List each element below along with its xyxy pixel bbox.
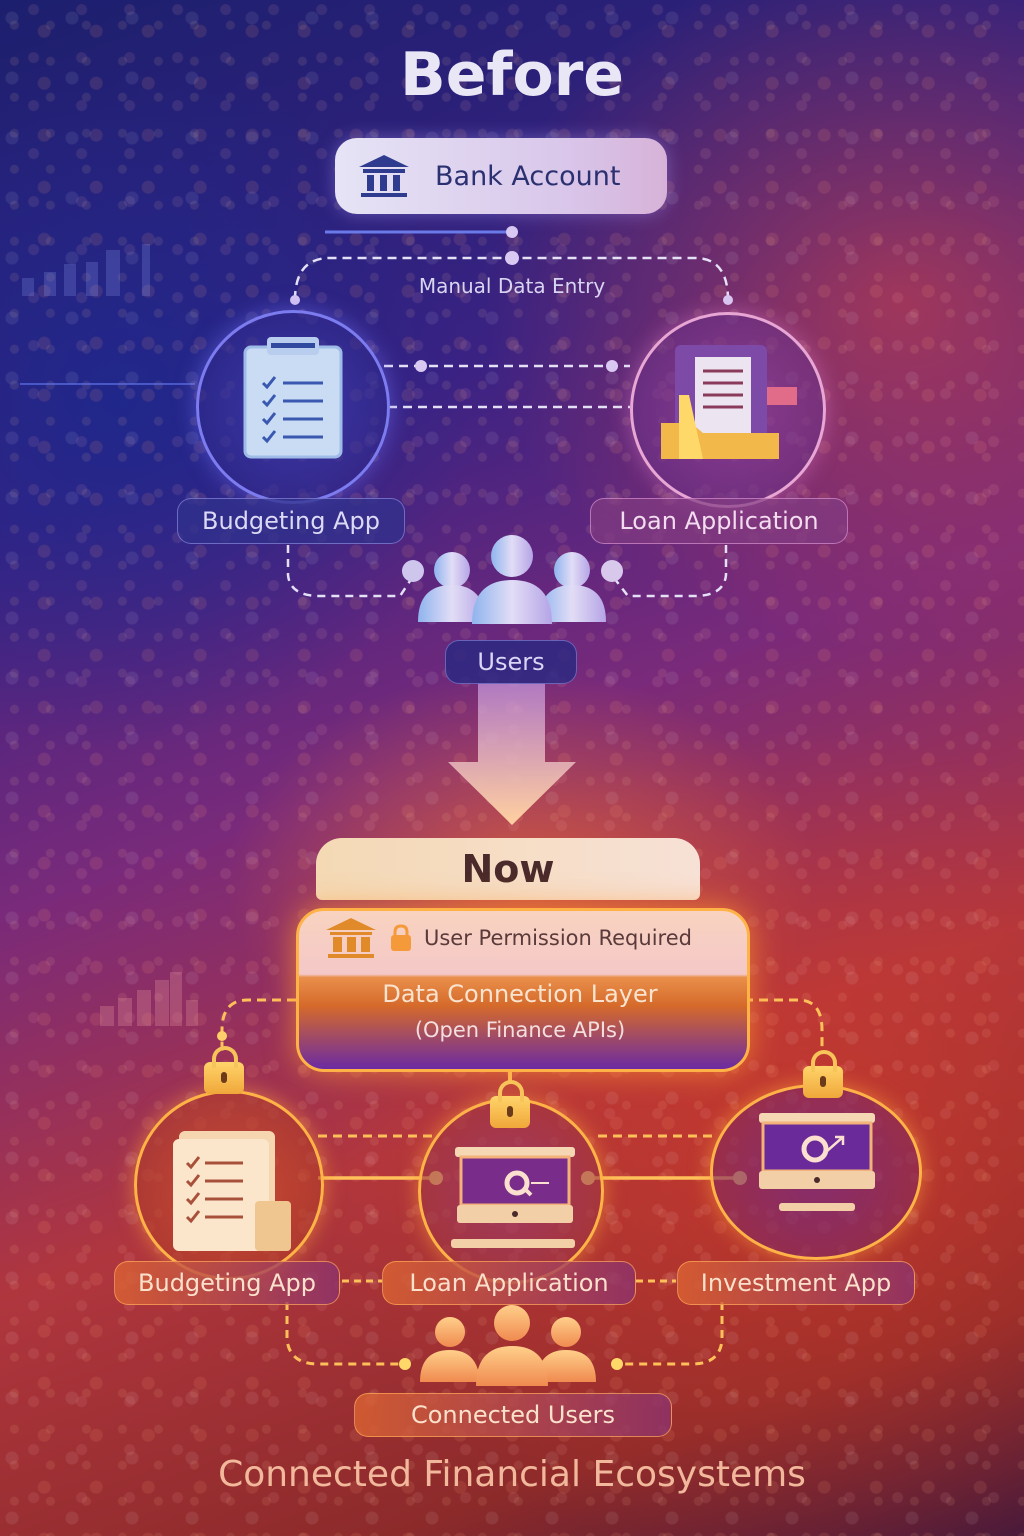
open-finance-apis-label: (Open Finance APIs) bbox=[414, 1018, 626, 1042]
connected-users-label: Connected Users bbox=[354, 1393, 672, 1437]
bank-icon bbox=[359, 155, 409, 197]
bank-account-node: Bank Account bbox=[335, 138, 667, 214]
before-loan-application-node bbox=[630, 312, 826, 508]
now-title: Now bbox=[316, 838, 700, 900]
bank-icon bbox=[326, 918, 376, 958]
document-folder-icon bbox=[661, 345, 797, 459]
data-connection-layer-title: Data Connection Layer bbox=[382, 980, 658, 1008]
now-budgeting-app-node bbox=[134, 1090, 324, 1280]
before-loan-application-label: Loan Application bbox=[590, 498, 848, 544]
user-permission-label: User Permission Required bbox=[424, 926, 692, 950]
now-budgeting-app-label: Budgeting App bbox=[114, 1261, 340, 1305]
monitor-growth-icon bbox=[759, 1113, 875, 1211]
now-investment-app-node bbox=[710, 1084, 922, 1260]
before-title: Before bbox=[399, 40, 625, 110]
now-loan-application-node bbox=[418, 1098, 604, 1284]
lock-icon bbox=[391, 924, 411, 951]
before-users-label: Users bbox=[445, 640, 577, 684]
lock-icon bbox=[803, 1050, 843, 1098]
bank-account-label: Bank Account bbox=[435, 160, 621, 192]
now-investment-app-label: Investment App bbox=[677, 1261, 915, 1305]
user-permission-row: User Permission Required bbox=[324, 918, 692, 958]
clipboard-checklist-icon bbox=[173, 1131, 291, 1251]
clipboard-checklist-icon bbox=[243, 337, 343, 459]
data-connection-layer-node bbox=[296, 908, 750, 1072]
before-budgeting-app-label: Budgeting App bbox=[177, 498, 405, 544]
lock-icon bbox=[204, 1046, 244, 1094]
before-budgeting-app-node bbox=[196, 310, 390, 504]
lock-icon bbox=[490, 1080, 530, 1128]
manual-data-entry-label: Manual Data Entry bbox=[418, 274, 606, 298]
footer-title: Connected Financial Ecosystems bbox=[218, 1454, 806, 1495]
arrow-down-icon bbox=[448, 683, 576, 825]
monitor-search-icon bbox=[451, 1147, 575, 1248]
now-loan-application-label: Loan Application bbox=[382, 1261, 636, 1305]
